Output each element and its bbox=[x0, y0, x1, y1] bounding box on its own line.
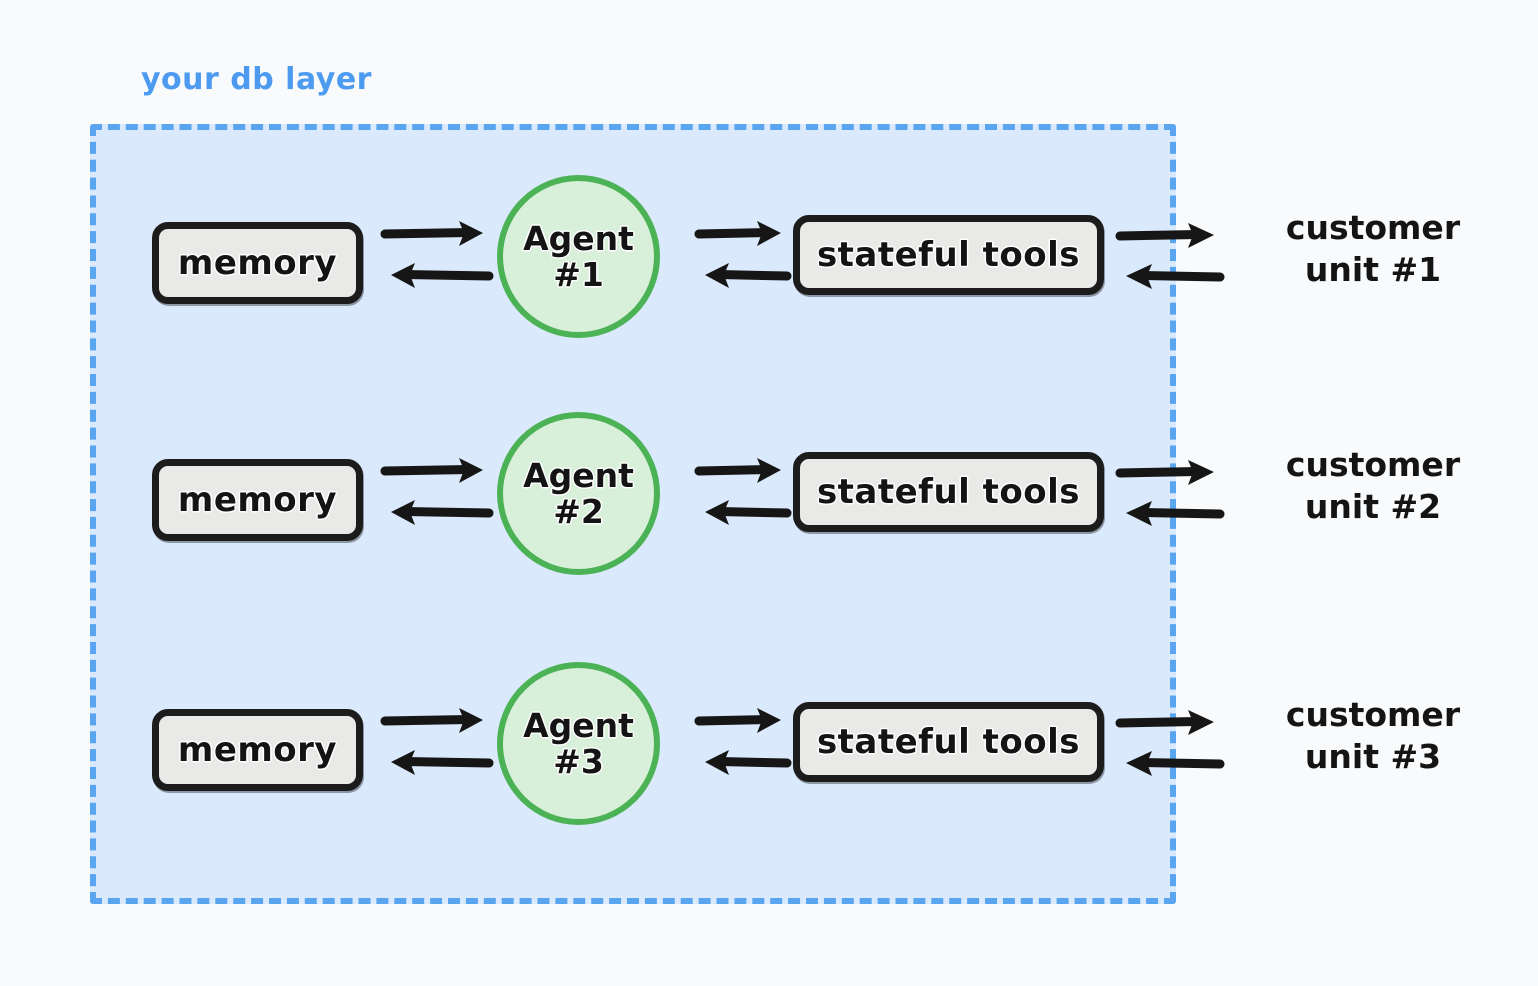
memory-agent-arrows bbox=[380, 213, 494, 303]
agent-name: Agent bbox=[523, 218, 634, 258]
arrow-right-icon bbox=[1115, 710, 1214, 735]
memory-box[interactable]: memory bbox=[152, 709, 363, 791]
agent-row: memory Agent #3 bbox=[0, 662, 1538, 832]
stateful-tools-box[interactable]: stateful tools bbox=[793, 702, 1104, 782]
memory-label: memory bbox=[177, 730, 338, 770]
arrow-right-icon bbox=[380, 708, 483, 733]
agent-circle[interactable]: Agent #3 bbox=[497, 662, 660, 825]
arrow-left-icon bbox=[1126, 264, 1225, 289]
memory-agent-arrows bbox=[380, 450, 494, 540]
customer-line-2: unit #2 bbox=[1304, 487, 1442, 527]
arrow-right-icon bbox=[1115, 460, 1214, 485]
memory-box[interactable]: memory bbox=[152, 459, 363, 541]
customer-line-1: customer bbox=[1285, 208, 1461, 247]
customer-line-2: unit #1 bbox=[1304, 250, 1442, 290]
agent-number: #3 bbox=[553, 741, 604, 781]
arrow-left-icon bbox=[391, 263, 494, 288]
tools-customer-arrows bbox=[1115, 205, 1225, 295]
stateful-tools-label: stateful tools bbox=[816, 722, 1081, 762]
customer-line-1: customer bbox=[1285, 445, 1461, 484]
customer-unit-label: customer unit #3 bbox=[1248, 694, 1498, 778]
arrow-left-icon bbox=[705, 500, 792, 525]
tools-customer-arrows bbox=[1115, 442, 1225, 532]
arrow-left-icon bbox=[391, 500, 494, 525]
agent-tools-arrows bbox=[694, 700, 792, 790]
arrow-right-icon bbox=[694, 221, 781, 246]
arrow-right-icon bbox=[380, 458, 483, 483]
customer-unit-label: customer unit #2 bbox=[1248, 444, 1498, 528]
stateful-tools-label: stateful tools bbox=[816, 472, 1081, 512]
agent-name: Agent bbox=[523, 455, 634, 495]
memory-label: memory bbox=[177, 243, 338, 283]
memory-label: memory bbox=[177, 480, 338, 520]
customer-line-2: unit #3 bbox=[1304, 737, 1442, 777]
stateful-tools-box[interactable]: stateful tools bbox=[793, 452, 1104, 532]
stateful-tools-label: stateful tools bbox=[816, 235, 1081, 275]
arrow-right-icon bbox=[380, 221, 483, 246]
agent-row: memory Agent #2 bbox=[0, 412, 1538, 582]
agent-number: #2 bbox=[553, 491, 604, 531]
arrow-right-icon bbox=[694, 708, 781, 733]
db-layer-label: your db layer bbox=[141, 62, 372, 97]
customer-unit-label: customer unit #1 bbox=[1248, 207, 1498, 291]
arrow-right-icon bbox=[1115, 223, 1214, 248]
tools-customer-arrows bbox=[1115, 692, 1225, 782]
arrow-left-icon bbox=[1126, 751, 1225, 776]
arrow-left-icon bbox=[391, 750, 494, 775]
agent-tools-arrows bbox=[694, 213, 792, 303]
agent-circle[interactable]: Agent #1 bbox=[497, 175, 660, 338]
agent-row: memory Agent #1 bbox=[0, 175, 1538, 345]
agent-number: #1 bbox=[553, 254, 604, 294]
memory-box[interactable]: memory bbox=[152, 222, 363, 304]
agent-name: Agent bbox=[523, 705, 634, 745]
agent-tools-arrows bbox=[694, 450, 792, 540]
stateful-tools-box[interactable]: stateful tools bbox=[793, 215, 1104, 295]
agent-circle[interactable]: Agent #2 bbox=[497, 412, 660, 575]
arrow-left-icon bbox=[705, 750, 792, 775]
arrow-left-icon bbox=[1126, 501, 1225, 526]
customer-line-1: customer bbox=[1285, 695, 1461, 734]
arrow-left-icon bbox=[705, 263, 792, 288]
memory-agent-arrows bbox=[380, 700, 494, 790]
arrow-right-icon bbox=[694, 458, 781, 483]
